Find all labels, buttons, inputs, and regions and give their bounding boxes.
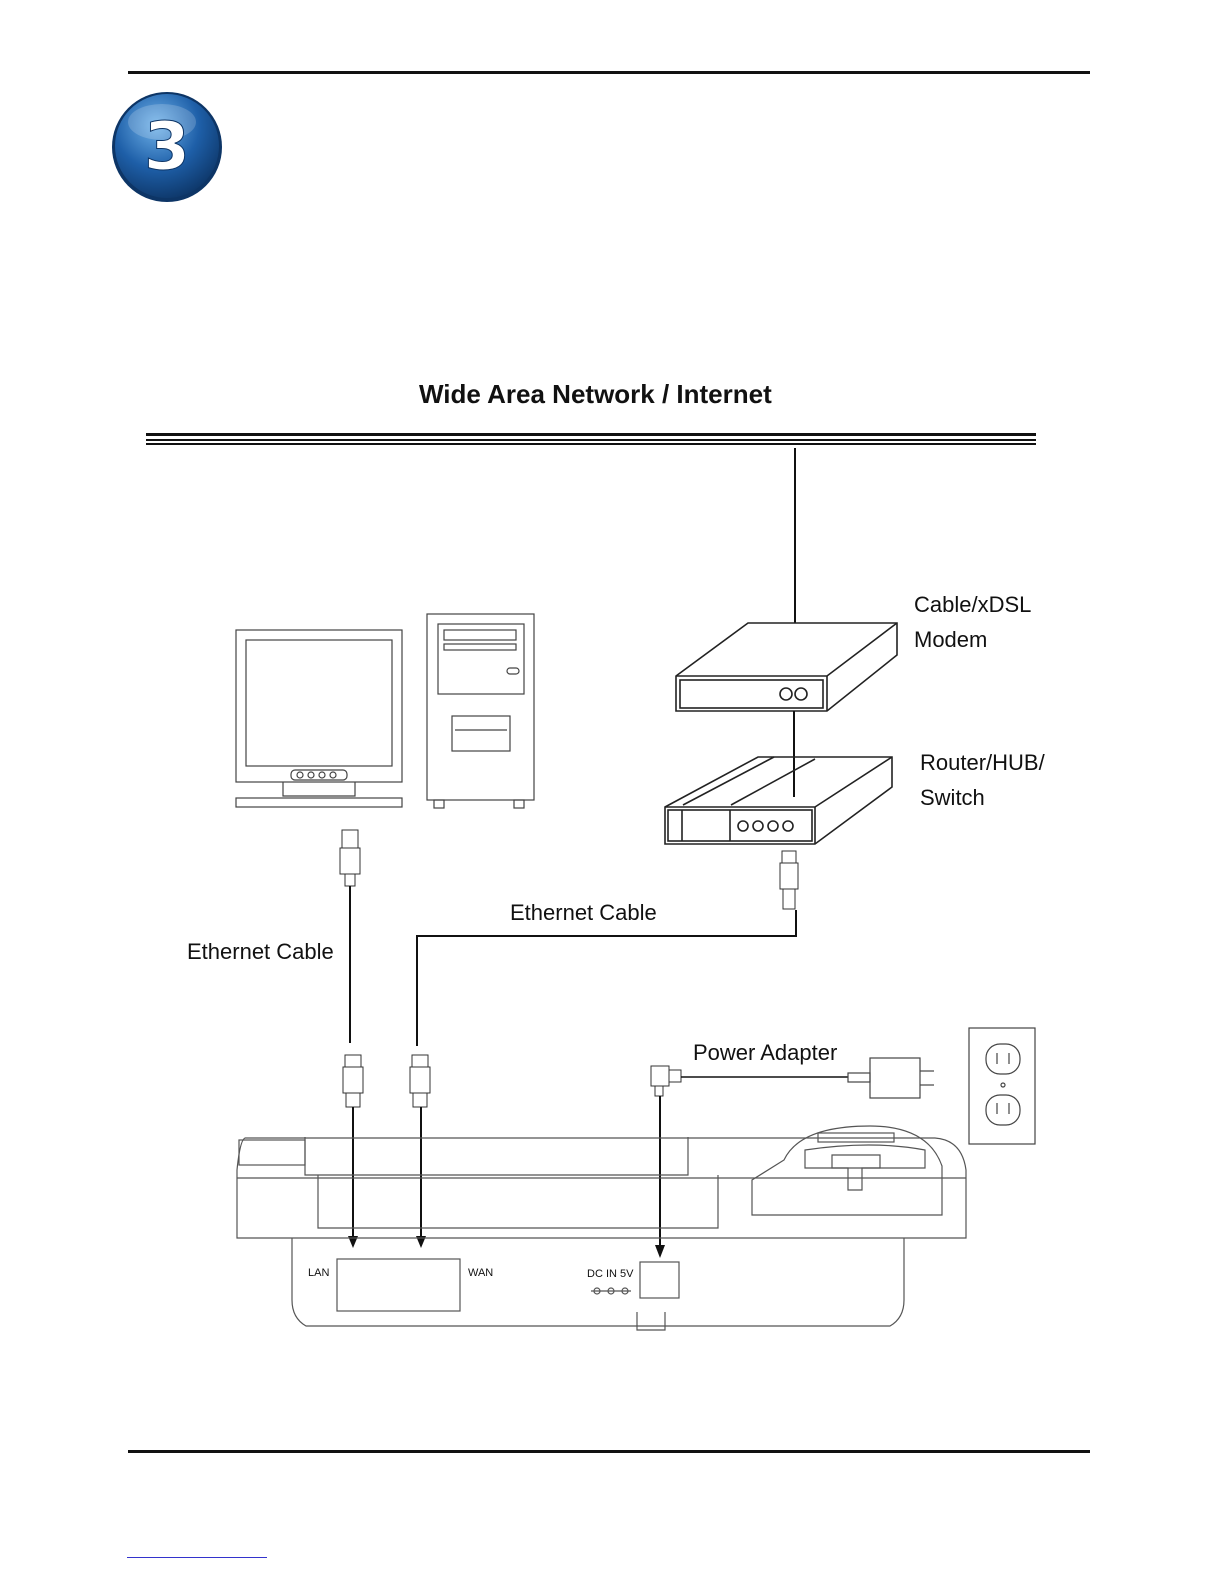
device-rear-view	[237, 1126, 966, 1330]
lan-port-label: LAN	[308, 1267, 329, 1279]
ethernet-cable-label-lan: Ethernet Cable	[187, 939, 334, 965]
router-icon	[665, 757, 892, 844]
bottom-divider	[128, 1450, 1090, 1453]
modem-label-line1: Cable/xDSL	[914, 592, 1031, 618]
modem-icon	[676, 623, 897, 711]
rj45-connector-router	[780, 851, 798, 909]
monitor-icon	[236, 630, 402, 807]
rj45-connector-wan	[410, 1055, 430, 1107]
footer-link-underline	[127, 1557, 267, 1558]
wall-outlet-icon	[969, 1028, 1035, 1144]
power-adapter-icon	[848, 1058, 934, 1098]
ethernet-cable-label-wan: Ethernet Cable	[510, 900, 657, 926]
rj45-connector-lan	[343, 1055, 363, 1107]
modem-label-line2: Modem	[914, 627, 987, 653]
power-plug-icon	[651, 1066, 681, 1096]
router-label-line2: Switch	[920, 785, 985, 811]
router-cable-line	[417, 910, 796, 1046]
dc-in-port-label: DC IN 5V	[587, 1268, 633, 1280]
internet-line	[146, 433, 1036, 445]
pc-tower-icon	[427, 614, 534, 808]
rj45-connector-pc	[340, 830, 360, 886]
wan-port-label: WAN	[468, 1267, 493, 1279]
router-label-line1: Router/HUB/	[920, 750, 1045, 776]
power-adapter-label: Power Adapter	[693, 1040, 837, 1066]
